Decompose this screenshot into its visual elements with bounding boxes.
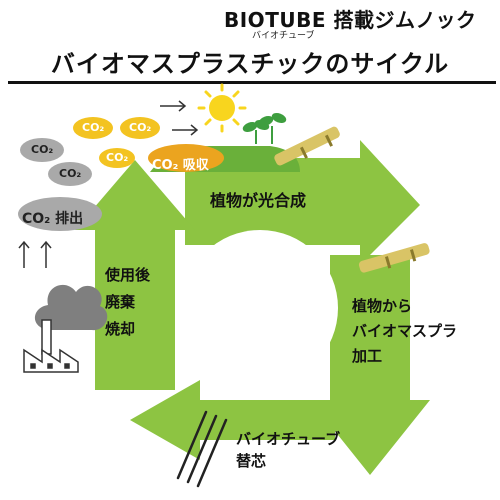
- cycle-arrows: [75, 140, 430, 475]
- refill-pen-icon: [176, 410, 228, 488]
- co2-cloud-label: CO₂: [31, 143, 54, 156]
- step-processing-line: 植物から: [352, 297, 413, 315]
- co2-absorb-clouds: [73, 117, 224, 172]
- step-refill: バイオチューブ 替芯: [236, 428, 340, 472]
- arrow-processing-to-refill: [310, 255, 430, 475]
- sugarcane-processed-icon: [358, 243, 430, 273]
- title-divider: [8, 81, 496, 84]
- brand-subtitle: バイオチューブ: [252, 31, 315, 41]
- cycle-center: [182, 230, 338, 386]
- step-processing: 植物から バイオマスプラ 加工: [352, 294, 457, 369]
- step-processing-line: バイオマスプラ: [352, 322, 458, 340]
- co2-emit-clouds: [18, 138, 102, 231]
- co2-cloud-label: CO₂: [129, 121, 152, 134]
- co2-cloud-label: CO₂: [59, 167, 82, 180]
- sun-icon: [197, 83, 247, 133]
- co2-cloud-label: CO₂: [82, 121, 105, 134]
- factory-icon: [23, 348, 79, 373]
- step-disposal-line: 焼却: [105, 320, 136, 338]
- co2-emit-label: CO₂ 排出: [22, 211, 84, 227]
- step-disposal-line: 使用後: [105, 266, 151, 284]
- brand-name: BIOTUBE 搭載ジムノック: [224, 8, 477, 32]
- smoke-icon: [34, 284, 108, 331]
- emission-arrows-icon: [18, 240, 52, 268]
- step-refill-line: 替芯: [236, 452, 267, 470]
- arrow-refill-to-disposal: [130, 380, 335, 460]
- sunlight-arrows-icon: [160, 100, 199, 136]
- co2-cloud-label: CO₂: [106, 151, 129, 164]
- sugarcane-icon: [274, 126, 340, 166]
- step-disposal: 使用後 廃棄 焼却: [105, 262, 150, 343]
- co2-absorb-label: CO₂ 吸収: [152, 158, 209, 173]
- arrow-disposal-to-photosynthesis: [75, 160, 195, 390]
- step-photosynthesis: 植物が光合成: [210, 191, 307, 210]
- chimney-icon: [41, 319, 52, 355]
- step-disposal-line: 廃棄: [105, 293, 136, 311]
- sprout-icon: [242, 113, 287, 144]
- step-refill-line: バイオチューブ: [236, 430, 341, 448]
- page-title: バイオマスプラスチックのサイクル: [50, 50, 450, 78]
- step-processing-line: 加工: [352, 347, 383, 365]
